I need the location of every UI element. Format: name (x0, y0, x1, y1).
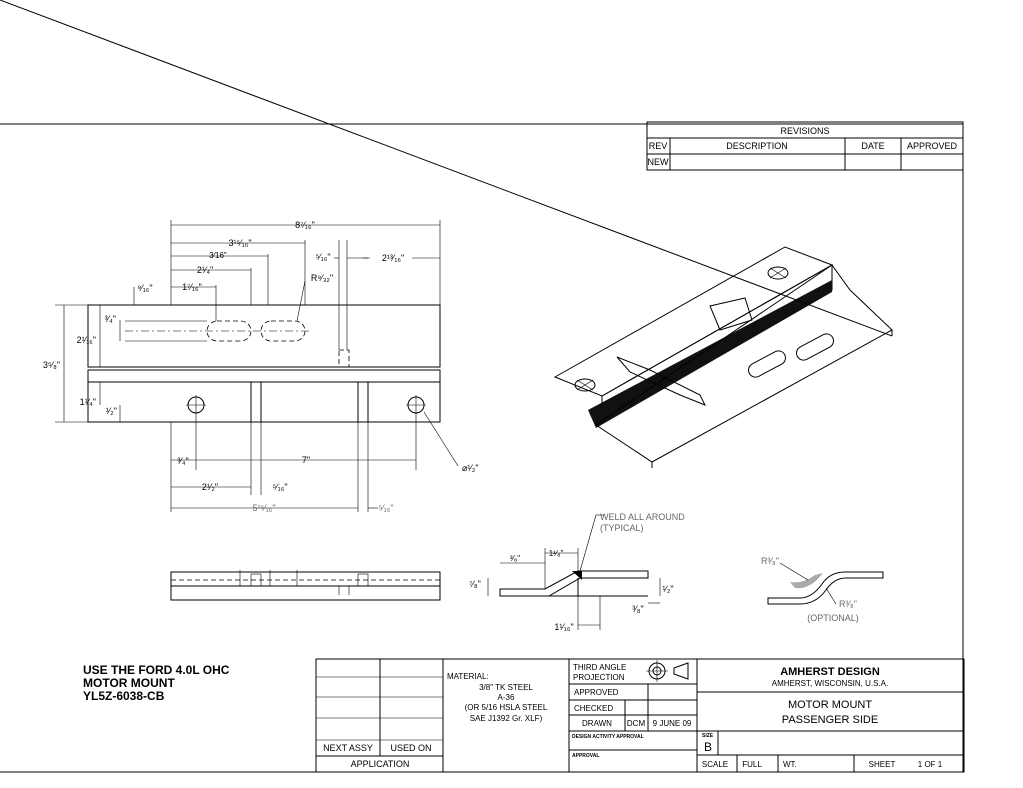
material-line3: (OR 5/16 HSLA STEEL (465, 703, 548, 712)
bend-optional-note: (OPTIONAL) (807, 613, 859, 623)
description-header: DESCRIPTION (726, 141, 788, 151)
note-line2: MOTOR MOUNT (83, 676, 175, 690)
title-block: NEXT ASSY USED ON APPLICATION MATERIAL: … (315, 658, 965, 773)
sheet-label: SHEET (869, 760, 896, 769)
dim-radius: R⁹⁄₃₂" (311, 273, 333, 283)
next-assy-label: NEXT ASSY (323, 743, 373, 753)
dim-d18: ⁵⁄₁₆" (378, 503, 393, 513)
date-header: DATE (861, 141, 884, 151)
weight-label: WT. (783, 760, 797, 769)
scale-value: FULL (742, 760, 762, 769)
top-view: 8⁷⁄₁₆" 3¹⁵⁄₁₆" 3⁄16" 2¹⁄₄" 1⁷⁄₁₆" ⁹⁄₁₆" … (43, 220, 479, 513)
drawn-label: DRAWN (582, 719, 612, 728)
scale-label: SCALE (702, 760, 728, 769)
material-label: MATERIAL: (447, 672, 489, 681)
slot-right (260, 320, 306, 342)
used-on-label: USED ON (390, 743, 431, 753)
projection-line1: THIRD ANGLE (573, 663, 626, 672)
side-view (170, 570, 441, 601)
material-line4: SAE J1392 Gr. XLF) (470, 714, 543, 723)
bend-radius-bottom: R³⁄₈" (839, 599, 857, 609)
sheet-value: 1 OF 1 (918, 760, 943, 769)
dim-hole: ⌀¹⁄₂" (462, 463, 479, 473)
dim-d6: ⁵⁄₁₆" (315, 252, 330, 262)
section-dim-d6: 1¹⁄₁₆" (554, 622, 573, 632)
section-dim-d1: ³⁄₈" (510, 554, 520, 563)
dim-d4: 1⁷⁄₁₆" (182, 282, 202, 292)
company-name: AMHERST DESIGN (780, 666, 880, 678)
dim-d7: 2¹³⁄₁₆" (382, 253, 404, 263)
dim-d16: ⁵⁄₁₆" (272, 482, 287, 492)
projection-line2: PROJECTION (573, 673, 625, 682)
upper-plate (87, 304, 441, 368)
section-dim-d2: 1¹⁄₈" (549, 549, 564, 558)
slot-left (206, 320, 252, 342)
dim-d9: 2¹⁄₁₆" (77, 335, 96, 345)
rev-row-value: NEW (648, 157, 670, 167)
dim-d17: 5¹⁵⁄₁₆" (252, 503, 275, 513)
dim-d3: 2¹⁄₄" (197, 265, 213, 275)
lower-plate (87, 369, 441, 423)
bend-detail-view: R³⁄₈" R³⁄₈" (OPTIONAL) (761, 556, 884, 623)
size-label: SIZE (702, 733, 714, 739)
size-value: B (704, 740, 712, 754)
material-line1: 3/8" TK STEEL (479, 683, 533, 692)
isometric-view (0, 0, 893, 468)
drawing-title-line1: MOTOR MOUNT (788, 699, 872, 711)
weld-note-line2: (TYPICAL) (600, 523, 644, 533)
checked-label: CHECKED (574, 704, 613, 713)
dim-d5: ⁹⁄₁₆" (137, 283, 152, 293)
rev-header: REV (649, 141, 668, 151)
section-dim-d5: ³⁄₈" (632, 604, 643, 614)
application-label: APPLICATION (351, 759, 410, 769)
bend-radius-top: R³⁄₈" (761, 556, 779, 566)
general-note: USE THE FORD 4.0L OHC MOTOR MOUNT YL5Z-6… (83, 663, 230, 703)
third-angle-projection-icon (646, 660, 689, 682)
dim-d8: ³⁄₄" (105, 314, 116, 324)
dim-overall-length: 8⁷⁄₁₆" (295, 220, 315, 230)
dim-d2: 3⁄16" (209, 251, 227, 260)
approved-header: APPROVED (907, 141, 958, 151)
section-view: WELD ALL AROUND (TYPICAL) ³⁄₈" 1¹⁄₈" ⁷⁄₈… (469, 512, 685, 632)
section-dim-d3: ⁷⁄₈" (469, 579, 481, 589)
company-location: AMHERST, WISCONSIN, U.S.A. (772, 679, 888, 688)
approved-label: APPROVED (574, 688, 619, 697)
dim-d15: 2¹⁄₂" (202, 482, 218, 492)
material-line2: A-36 (498, 693, 515, 702)
note-line3: YL5Z-6038-CB (83, 689, 165, 703)
drawn-date: 9 JUNE 09 (653, 719, 692, 728)
drawing-title-line2: PASSENGER SIDE (782, 714, 878, 726)
note-line1: USE THE FORD 4.0L OHC (83, 663, 230, 677)
dim-d1: 3¹⁵⁄₁₆" (228, 238, 251, 248)
dim-d11: 1¹⁄₄" (80, 397, 96, 407)
dim-d10: 3⁵⁄₈" (43, 360, 60, 370)
section-dim-d4: ¹⁄₂" (662, 584, 673, 594)
revisions-title: REVISIONS (780, 126, 829, 136)
approval-label: APPROVAL (572, 753, 599, 759)
drawn-by: DCM (627, 719, 646, 728)
weld-note-line1: WELD ALL AROUND (600, 512, 685, 522)
dim-d12: ¹⁄₂" (106, 406, 117, 416)
revisions-table: REVISIONS REV DESCRIPTION DATE APPROVED … (646, 121, 964, 171)
dim-d13: ³⁄₄" (177, 456, 188, 466)
design-activity-label: DESIGN ACTIVITY APPROVAL (572, 734, 644, 740)
dim-d14: 7" (302, 455, 310, 465)
